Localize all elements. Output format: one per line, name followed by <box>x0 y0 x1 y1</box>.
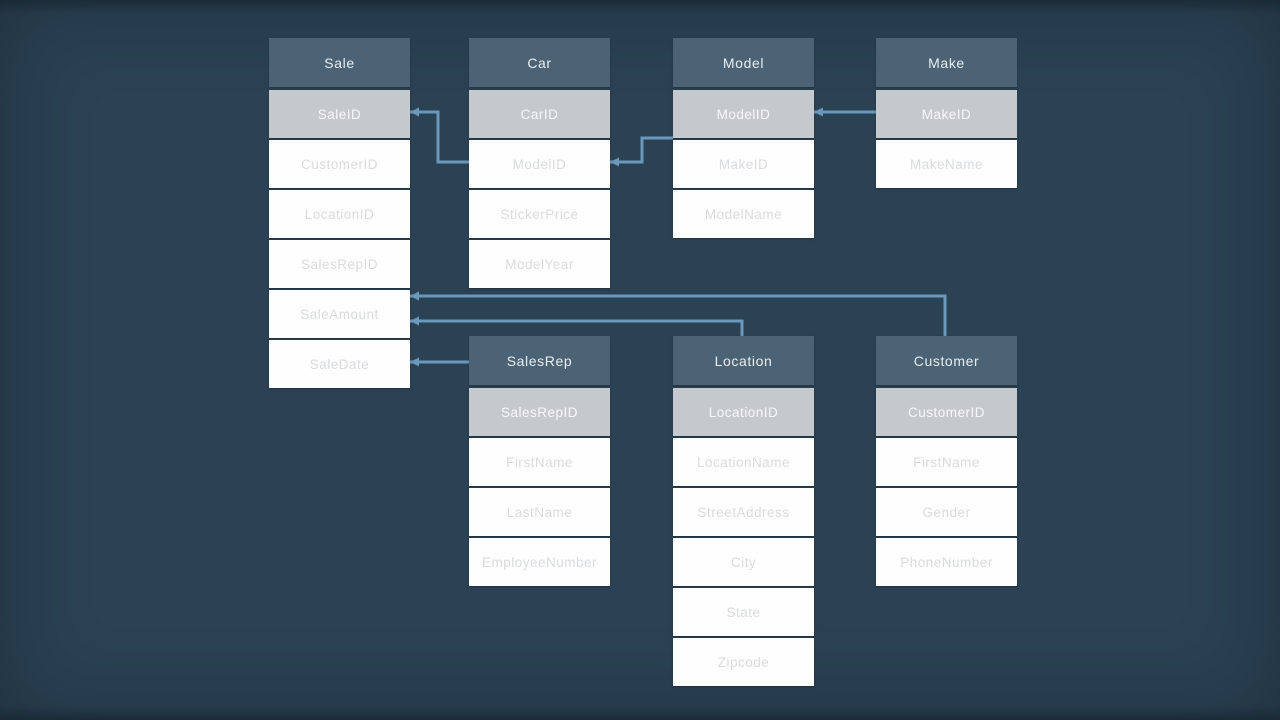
field-salesrep-lastname: LastName <box>469 488 610 536</box>
table-title-sale: Sale <box>269 38 410 87</box>
connector-arrowhead-sale-saleid-to-car-modelid <box>410 107 419 117</box>
field-sale-saledate: SaleDate <box>269 340 410 388</box>
table-title-make: Make <box>876 38 1017 87</box>
field-customer-customerid: CustomerID <box>876 388 1017 436</box>
table-title-car: Car <box>469 38 610 87</box>
field-customer-phonenumber: PhoneNumber <box>876 538 1017 586</box>
field-location-locationid: LocationID <box>673 388 814 436</box>
field-car-carid: CarID <box>469 90 610 138</box>
connector-arrowhead-model-modelid-to-make-makeid <box>814 107 823 117</box>
field-sale-saleamount: SaleAmount <box>269 290 410 338</box>
connector-sale-saleamount-to-customer <box>410 294 947 336</box>
connector-arrowhead-car-modelid-to-model <box>610 157 619 167</box>
connector-arrowhead-sale-saleamount-to-location <box>410 316 419 326</box>
table-title-location: Location <box>673 336 814 385</box>
field-sale-locationid: LocationID <box>269 190 410 238</box>
field-car-modelid: ModelID <box>469 140 610 188</box>
field-model-modelname: ModelName <box>673 190 814 238</box>
field-location-zipcode: Zipcode <box>673 638 814 686</box>
field-sale-saleid: SaleID <box>269 90 410 138</box>
field-model-makeid: MakeID <box>673 140 814 188</box>
connector-sale-saleid-to-car-modelid <box>410 110 469 164</box>
field-location-locationname: LocationName <box>673 438 814 486</box>
field-location-city: City <box>673 538 814 586</box>
field-make-makename: MakeName <box>876 140 1017 188</box>
field-location-streetaddress: StreetAddress <box>673 488 814 536</box>
field-sale-customerid: CustomerID <box>269 140 410 188</box>
field-customer-firstname: FirstName <box>876 438 1017 486</box>
field-customer-gender: Gender <box>876 488 1017 536</box>
field-salesrep-employeenumber: EmployeeNumber <box>469 538 610 586</box>
connector-car-modelid-to-model <box>610 136 673 164</box>
table-title-salesrep: SalesRep <box>469 336 610 385</box>
field-model-modelid: ModelID <box>673 90 814 138</box>
connector-arrowhead-sale-saleamount-to-customer <box>410 291 419 301</box>
field-salesrep-salesrepid: SalesRepID <box>469 388 610 436</box>
connector-sale-saleamount-to-location <box>410 319 744 336</box>
table-title-customer: Customer <box>876 336 1017 385</box>
field-car-stickerprice: StickerPrice <box>469 190 610 238</box>
field-salesrep-firstname: FirstName <box>469 438 610 486</box>
field-sale-salesrepid: SalesRepID <box>269 240 410 288</box>
field-car-modelyear: ModelYear <box>469 240 610 288</box>
table-title-model: Model <box>673 38 814 87</box>
field-location-state: State <box>673 588 814 636</box>
connector-arrowhead-sale-saledate-to-salesrep <box>410 357 419 367</box>
field-make-makeid: MakeID <box>876 90 1017 138</box>
